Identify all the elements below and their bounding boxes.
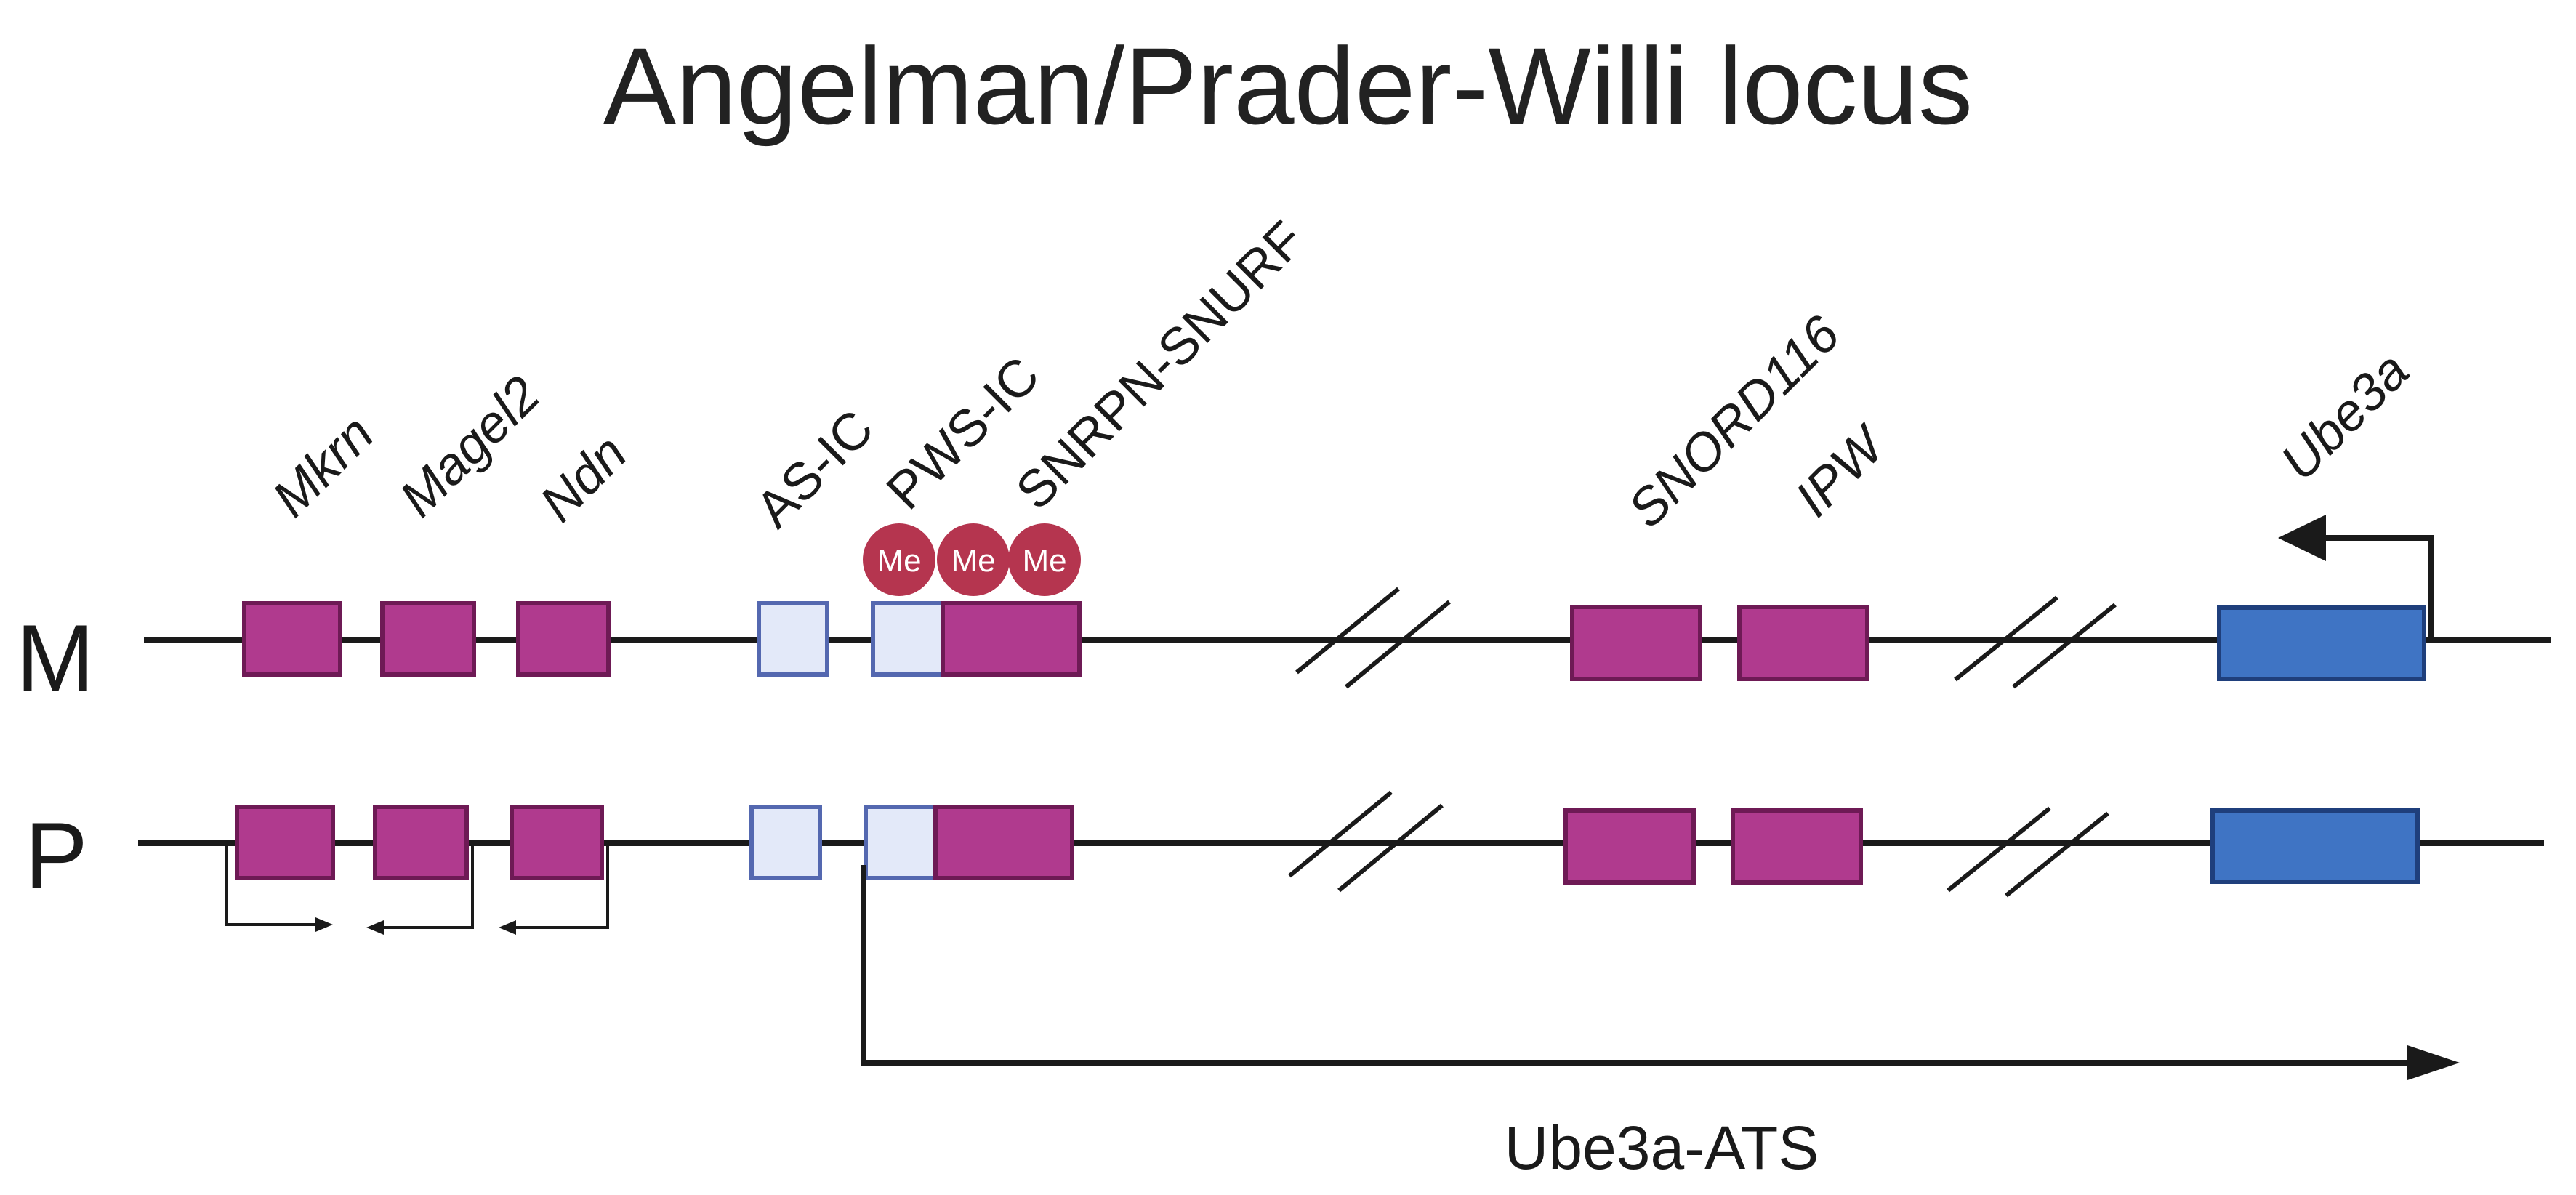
diagram-title: Angelman/Prader-Willi locus — [603, 25, 1973, 147]
maternal-ipw-box — [1737, 605, 1869, 681]
gene-label-ube3a: Ube3a — [2270, 342, 2420, 492]
methylation-marks: Me Me Me — [863, 523, 1081, 596]
ndn-transcription-arrow — [499, 843, 609, 935]
region-label-snrpn-snurf: SNRPN-SNURF — [1005, 210, 1316, 520]
mkrn-transcription-arrow — [225, 843, 333, 932]
methyl-mark-3-label: Me — [1022, 543, 1066, 579]
ube3a-transcription-arrow — [2278, 515, 2434, 640]
gene-label-mkrn: Mkrn — [262, 405, 385, 528]
magel2-transcription-arrow — [366, 843, 474, 935]
maternal-break-mark-1 — [1295, 587, 1451, 689]
paternal-ipw-box — [1731, 808, 1863, 885]
paternal-break-mark-2 — [1947, 806, 2109, 898]
gene-label-magel2: Magel2 — [389, 366, 552, 528]
paternal-as-ic-box — [749, 805, 822, 880]
methyl-mark-3 — [1008, 523, 1081, 596]
methyl-mark-1 — [863, 523, 935, 596]
paternal-allele-label: P — [25, 802, 88, 909]
maternal-chromosome: Me Me Me — [144, 515, 2551, 689]
ube3a-ats-transcript-arrow — [861, 865, 2460, 1080]
paternal-break-mark-1 — [1288, 790, 1444, 893]
paternal-chromosome: Ube3a-ATS — [138, 790, 2544, 1182]
maternal-magel2-box — [380, 601, 476, 677]
maternal-mkrn-box — [242, 601, 342, 677]
paternal-snrpn-snurf-box — [933, 805, 1074, 880]
gene-label-ndn: Ndn — [529, 424, 638, 533]
region-label-as-ic: AS-IC — [745, 399, 885, 539]
maternal-pws-ic-box — [871, 601, 945, 677]
maternal-allele-label: M — [16, 605, 94, 711]
maternal-snord116-box — [1570, 605, 1702, 681]
methyl-mark-2 — [937, 523, 1010, 596]
methyl-mark-2-label: Me — [951, 543, 995, 579]
ube3a-ats-label: Ube3a-ATS — [1505, 1114, 1819, 1182]
paternal-mkrn-box — [235, 805, 335, 880]
maternal-ube3a-box — [2217, 605, 2426, 681]
maternal-break-mark-2 — [1954, 595, 2117, 689]
maternal-ndn-box — [516, 601, 611, 677]
paternal-ube3a-box — [2210, 808, 2420, 884]
gene-label-ipw: IPW — [1784, 414, 1899, 528]
paternal-magel2-box — [373, 805, 469, 880]
paternal-snord116-box — [1563, 808, 1696, 885]
maternal-snrpn-snurf-box — [941, 601, 1082, 677]
paternal-ndn-box — [510, 805, 604, 880]
methyl-mark-1-label: Me — [877, 543, 921, 579]
paternal-pws-ic-box — [864, 805, 938, 880]
maternal-as-ic-box — [757, 601, 829, 677]
